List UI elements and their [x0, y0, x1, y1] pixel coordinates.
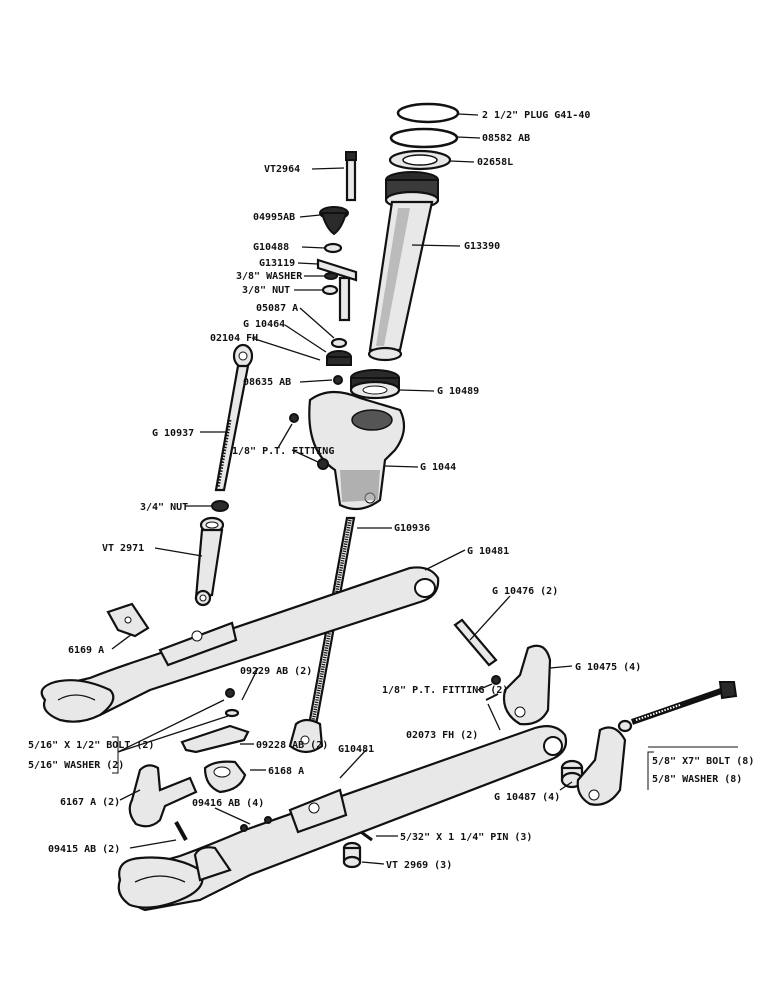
pin-09416ab [240, 816, 272, 832]
knob-04995ab [319, 206, 349, 236]
bearing-g10489 [349, 369, 401, 400]
label-pt-fitting-2: 1/8" P.T. FITTING (2) [382, 685, 508, 696]
pin-09415ab [174, 821, 188, 841]
pin-532 [360, 830, 373, 842]
label-washer-38: 3/8" WASHER [236, 271, 303, 282]
nut-g10464 [326, 350, 352, 366]
ball-08635ab [333, 375, 343, 385]
housing-g1044 [308, 390, 406, 511]
label-02073fh: 02073 FH (2) [406, 730, 478, 741]
lift-arm-upper [40, 566, 440, 723]
leader-lines [111, 113, 738, 865]
bolt-09229ab [224, 688, 240, 718]
link-vt2971 [194, 516, 225, 607]
strap-09228ab [180, 724, 250, 754]
label-g10476: G 10476 (2) [492, 586, 558, 597]
bracket-g10475-right [576, 726, 627, 806]
label-pt-fitting: 1/8" P.T. FITTING [232, 446, 334, 457]
label-6167a: 6167 A (2) [60, 797, 120, 808]
label-g10488: G10488 [253, 242, 289, 253]
label-washer-516: 5/16" WASHER (2) [28, 760, 124, 771]
lift-arm-lower [117, 725, 568, 912]
part-labels: 2 1/2" PLUG G41-40 08582 AB 02658L VT296… [28, 110, 754, 871]
label-g1044: G 1044 [420, 462, 456, 473]
label-vt2964: VT2964 [264, 164, 300, 175]
label-g10481-lower: G10481 [338, 744, 374, 755]
label-08635ab: 08635 AB [243, 377, 291, 388]
bolt-vt2964 [345, 151, 357, 202]
shaft-g13390 [367, 171, 440, 362]
bolt-58x7 [617, 681, 738, 733]
washer-05087a [330, 337, 348, 349]
pin-g10476 [453, 618, 498, 667]
nut-34 [211, 500, 229, 512]
label-g10489: G 10489 [437, 386, 479, 397]
label-08582ab: 08582 AB [482, 133, 530, 144]
pt-fitting-2 [485, 675, 501, 701]
label-bolt-516: 5/16" X 1/2" BOLT (2) [28, 740, 154, 751]
snap-ring [389, 127, 459, 149]
label-nut-38: 3/8" NUT [242, 285, 290, 296]
label-g13119: G13119 [259, 258, 295, 269]
label-vt2969: VT 2969 (3) [386, 860, 452, 871]
label-6168a: 6168 A [268, 766, 304, 777]
rod-g10937 [214, 343, 254, 492]
clip-6168a [203, 760, 247, 794]
label-g10936: G10936 [394, 523, 430, 534]
label-02658l: 02658L [477, 157, 513, 168]
label-g10937: G 10937 [152, 428, 194, 439]
seal-washer [388, 149, 452, 171]
label-09415ab: 09415 AB (2) [48, 844, 120, 855]
nut-38 [321, 284, 339, 296]
label-09416ab: 09416 AB (4) [192, 798, 264, 809]
bracket-6167a [128, 764, 198, 828]
bracket-6169a [106, 602, 150, 638]
label-09229ab: 09229 AB (2) [240, 666, 312, 677]
label-g10481-upper: G 10481 [467, 546, 509, 557]
pt-fitting [289, 413, 329, 470]
washer-g10488 [323, 242, 343, 254]
label-washer-58: 5/8" WASHER (8) [652, 774, 742, 785]
label-04995ab: 04995AB [253, 212, 295, 223]
bracket-g10475 [502, 644, 552, 726]
label-nut-34: 3/4" NUT [140, 502, 188, 513]
label-pin-532: 5/32" X 1 1/4" PIN (3) [400, 832, 532, 843]
label-g10487: G 10487 (4) [494, 792, 560, 803]
label-plug: 2 1/2" PLUG G41-40 [482, 110, 590, 121]
plug-ring [396, 102, 460, 124]
washer-38 [324, 272, 338, 280]
label-g10464: G 10464 [243, 319, 285, 330]
label-bolt-58: 5/8" X7" BOLT (8) [652, 756, 754, 767]
bracket-g13119 [316, 258, 358, 322]
label-g13390: G13390 [464, 241, 500, 252]
pin-vt2969 [342, 841, 362, 869]
label-g10475: G 10475 (4) [575, 662, 641, 673]
label-vt2971: VT 2971 [102, 543, 144, 554]
label-09228ab: 09228 AB (2) [256, 740, 328, 751]
label-6169a: 6169 A [68, 645, 104, 656]
label-05087a: 05087 A [256, 303, 298, 314]
label-02104fh: 02104 FH [210, 333, 258, 344]
